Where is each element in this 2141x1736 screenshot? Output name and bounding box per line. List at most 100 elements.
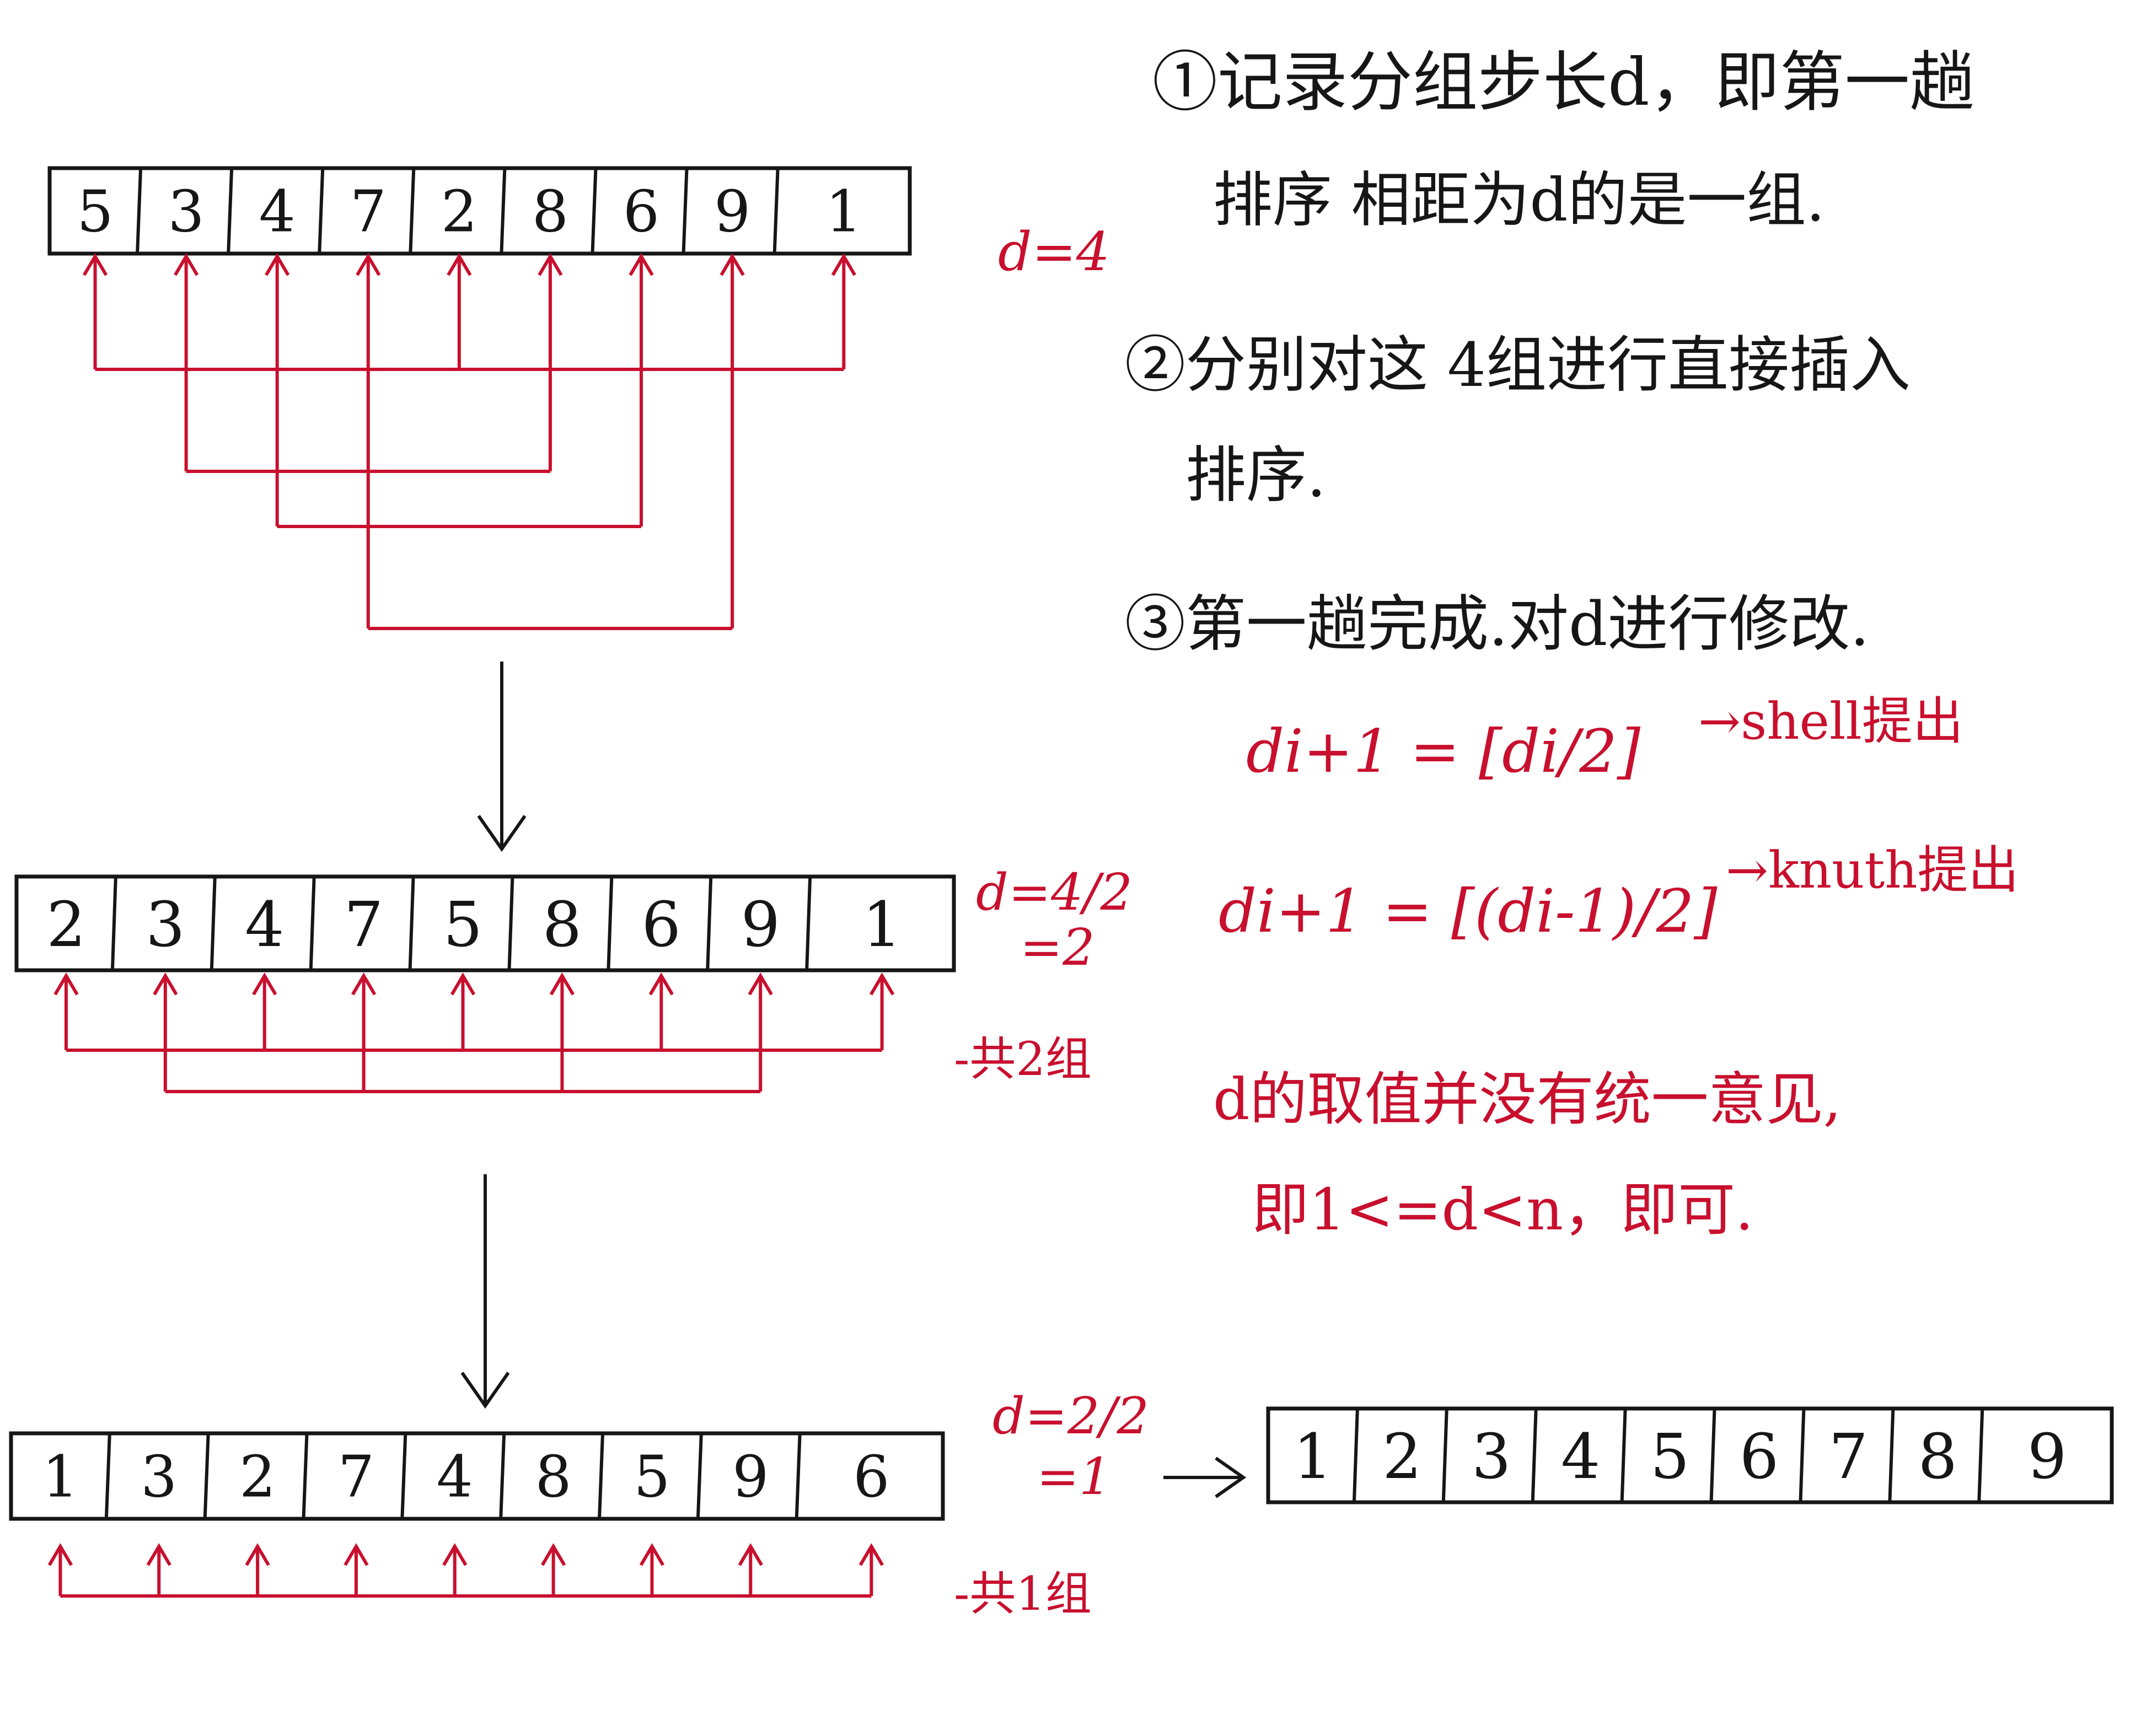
row2-divider xyxy=(210,876,217,971)
up-arrowhead xyxy=(738,1543,763,1566)
up-arrowhead xyxy=(47,1543,73,1566)
row3-frame xyxy=(9,1431,945,1521)
up-arrowhead xyxy=(639,1543,665,1566)
gap-label-2-line2: =2 xyxy=(1020,918,1095,977)
row2-divider xyxy=(408,876,415,971)
group-3-7 xyxy=(356,253,745,630)
row1-cell-value: 4 xyxy=(259,178,296,245)
up-arrowhead xyxy=(442,1543,468,1566)
row1-cell-value: 9 xyxy=(714,178,750,245)
result-cell-value: 5 xyxy=(1650,1421,1689,1493)
row2-divider xyxy=(706,876,713,971)
row2-divider xyxy=(607,876,614,971)
up-arrowhead xyxy=(629,253,654,276)
row3-divider xyxy=(302,1433,309,1519)
result-cell-value: 8 xyxy=(1918,1421,1957,1493)
group-links-row-3 xyxy=(47,1543,884,1598)
remark-line2: 即1<=d<n，即可. xyxy=(1252,1176,1753,1243)
step2-line1: ②分别对这 4组进行直接插入 xyxy=(1125,330,1911,400)
row2-cell-value: 2 xyxy=(46,889,85,961)
row1-frame xyxy=(47,166,912,256)
row1-cell-value: 2 xyxy=(441,178,477,245)
row2-cell-value: 8 xyxy=(543,889,582,961)
result-divider xyxy=(1531,1408,1538,1503)
up-arrowhead xyxy=(356,253,381,276)
up-arrowhead xyxy=(53,972,79,996)
up-arrowhead xyxy=(720,253,745,276)
up-arrowhead xyxy=(549,972,575,996)
up-arrowhead xyxy=(265,253,290,276)
result-divider xyxy=(1977,1408,1984,1503)
row3-cell-value: 8 xyxy=(535,1443,572,1511)
row2-cell-value: 9 xyxy=(741,889,780,961)
up-arrowhead xyxy=(82,253,108,276)
formulas: di+1 = [di/2] →shell提出 di+1 = [(di-1)/2]… xyxy=(1213,692,2019,1243)
down-arrow-2 xyxy=(460,1174,510,1409)
remark-line1: d的取值并没有统一意见, xyxy=(1213,1066,1842,1133)
row1-cell-value: 6 xyxy=(623,178,659,245)
formula-knuth-source: →knuth提出 xyxy=(1726,841,2019,900)
row1-divider xyxy=(409,168,416,254)
result-divider xyxy=(1799,1408,1806,1503)
row2-divider xyxy=(309,876,316,971)
row3-cell-value: 9 xyxy=(732,1443,769,1511)
row2-frame xyxy=(14,874,956,972)
gap-label-2-line1: d=4/2 xyxy=(976,863,1133,922)
up-arrowhead xyxy=(146,1543,171,1566)
result-divider xyxy=(1888,1408,1895,1503)
row1-cell-value: 5 xyxy=(77,178,113,245)
result-divider xyxy=(1352,1408,1359,1503)
step3-line1: ③第一趟完成.对d进行修改. xyxy=(1125,589,1869,659)
row3-divider xyxy=(795,1433,802,1519)
formula-shell: di+1 = [di/2] xyxy=(1246,717,1641,786)
result-cell-value: 3 xyxy=(1472,1421,1511,1493)
result-frame xyxy=(1266,1406,2114,1504)
row2-cell-value: 1 xyxy=(862,889,902,961)
row1-divider xyxy=(227,168,234,254)
row1-divider xyxy=(318,168,325,254)
group-2-6 xyxy=(265,253,654,528)
result-cell-value: 9 xyxy=(2027,1421,2067,1493)
row3-cell-value: 4 xyxy=(437,1443,473,1511)
row2-divider xyxy=(805,876,812,971)
row2-cell-value: 6 xyxy=(642,889,681,961)
formula-knuth: di+1 = [(di-1)/2] xyxy=(1219,877,1718,946)
row3-cell-value: 5 xyxy=(634,1443,670,1511)
up-arrowhead xyxy=(648,972,674,996)
up-arrowhead xyxy=(344,1543,369,1566)
row3-cell-value: 2 xyxy=(239,1443,276,1511)
up-arrowhead xyxy=(351,972,377,996)
up-arrowhead xyxy=(450,972,476,996)
result-cell-value: 6 xyxy=(1740,1421,1779,1493)
row3-divider xyxy=(400,1433,407,1519)
row1-divider xyxy=(591,168,598,254)
step2-line2: 排序. xyxy=(1185,440,1326,510)
up-arrowhead xyxy=(538,253,563,276)
up-arrowhead xyxy=(748,972,773,996)
row1-cell-value: 8 xyxy=(532,178,568,245)
result-cell-value: 7 xyxy=(1829,1421,1868,1493)
row3-divider xyxy=(104,1433,111,1519)
up-arrowhead xyxy=(447,253,472,276)
group-links-row-2 xyxy=(53,972,895,1093)
group-odd xyxy=(153,972,773,1093)
gap-label-1: d=4 xyxy=(998,221,1110,283)
down-arrow-1 xyxy=(477,662,527,852)
notes: ①记录分组步长d，即第一趟 排序 相距为d的是一组. ②分别对这 4组进行直接插… xyxy=(1125,44,1975,659)
row1-divider xyxy=(682,168,689,254)
gap-label-3-line1: d=2/2 xyxy=(992,1386,1149,1445)
row1-cell-value: 1 xyxy=(825,178,862,245)
gap-label-3-line2: =1 xyxy=(1037,1447,1112,1506)
up-arrowhead xyxy=(174,253,199,276)
row3-divider xyxy=(696,1433,703,1519)
row1-divider xyxy=(772,168,780,254)
result-divider xyxy=(1620,1408,1627,1503)
result-divider xyxy=(1441,1408,1448,1503)
result-cell-value: 1 xyxy=(1293,1421,1332,1493)
up-arrowhead xyxy=(869,972,895,996)
result-divider xyxy=(1709,1408,1716,1503)
